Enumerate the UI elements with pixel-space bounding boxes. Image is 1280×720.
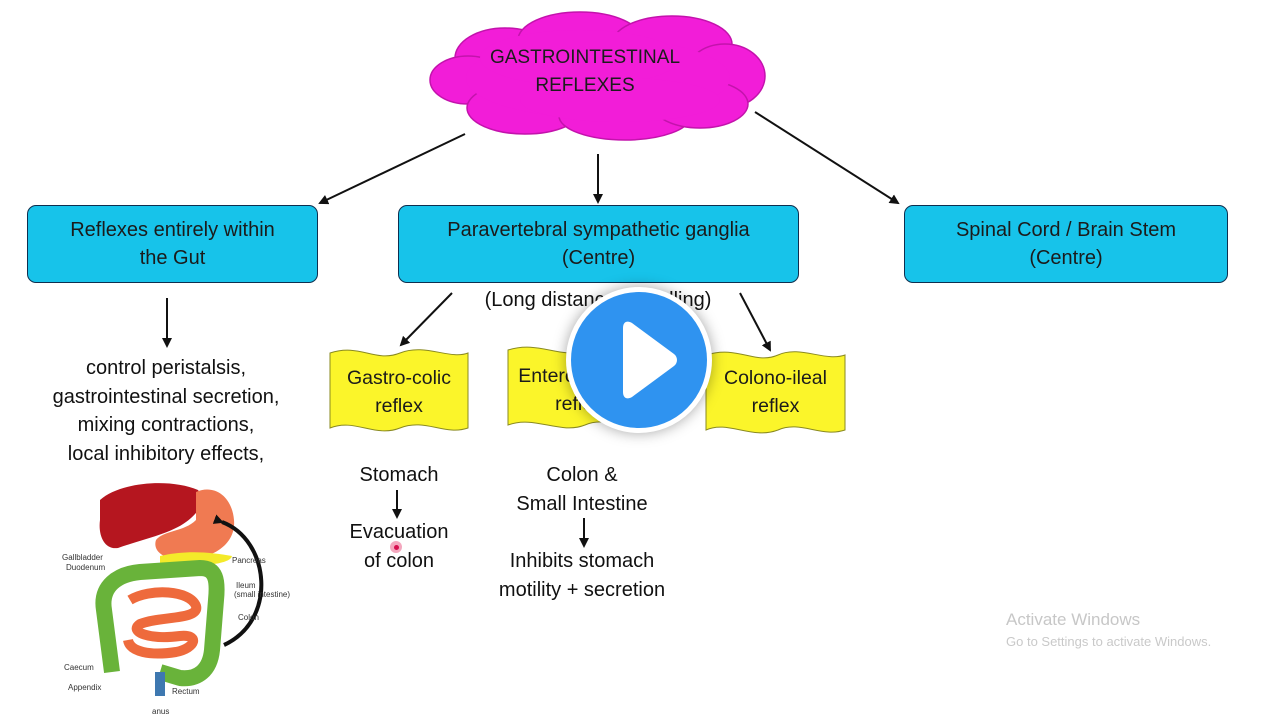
arrow-to-spinal [754,111,900,205]
reflex-gastro-colic: Gastro-colic reflex [346,367,452,417]
box-gut-label: Reflexes entirely within the Gut [70,219,275,269]
play-icon [623,321,677,399]
activate-windows-title: Activate Windows [1006,610,1141,629]
label-ileum: Ileum [236,581,256,590]
play-button[interactable] [566,287,712,433]
small-intestine-shape [123,587,202,659]
diagram-title: GASTROINTESTINAL REFLEXES [489,47,681,96]
label-duodenum: Duodenum [66,563,105,572]
entero-gastric-from: Colon & Small Intestine [516,464,648,515]
flag-gastro-colic [329,349,469,432]
cursor-highlight [390,541,402,553]
label-rectum: Rectum [172,687,200,696]
label-anus: anus [152,707,169,716]
curved-arrow [212,514,264,647]
box-paravertebral-ganglia: Paravertebral sympathetic ganglia (Centr… [398,205,799,283]
arrow-to-colono-ileal [739,292,771,352]
box-ganglia-label: Paravertebral sympathetic ganglia (Centr… [447,219,750,269]
entero-gastric-to: Inhibits stomach motility + secretion [498,550,666,601]
label-appendix: Appendix [68,683,101,692]
arrow-to-gut [318,133,466,205]
colon-shape [95,560,225,687]
box-spinal-cord-brain-stem: Spinal Cord / Brain Stem (Centre) [904,205,1228,283]
label-gallbladder: Gallbladder [62,553,103,562]
label-pancreas: Pancreas [232,556,266,565]
stomach-shape [155,489,235,561]
reflex-colono-ileal: Colono-ileal reflex [724,367,827,417]
gastro-colic-to: Evacuation of colon [349,521,449,572]
box-reflexes-within-gut: Reflexes entirely within the Gut [27,205,318,283]
box-spinal-label: Spinal Cord / Brain Stem (Centre) [955,219,1177,269]
flag-colono-ileal [705,351,846,434]
activate-windows-subtitle: Go to Settings to activate Windows. [1006,634,1212,649]
label-caecum: Caecum [64,663,94,672]
liver-shape [99,483,202,549]
digestive-system-image: Gallbladder Duodenum Pancreas Ileum (sma… [62,483,290,716]
arrow-to-gastro-colic [399,292,453,347]
gut-effects-list: control peristalsis, gastrointestinal se… [52,357,280,465]
label-ileum-sub: (small intestine) [234,590,290,599]
label-colon: Colon [238,613,259,622]
gastro-colic-from: Stomach [359,464,439,486]
